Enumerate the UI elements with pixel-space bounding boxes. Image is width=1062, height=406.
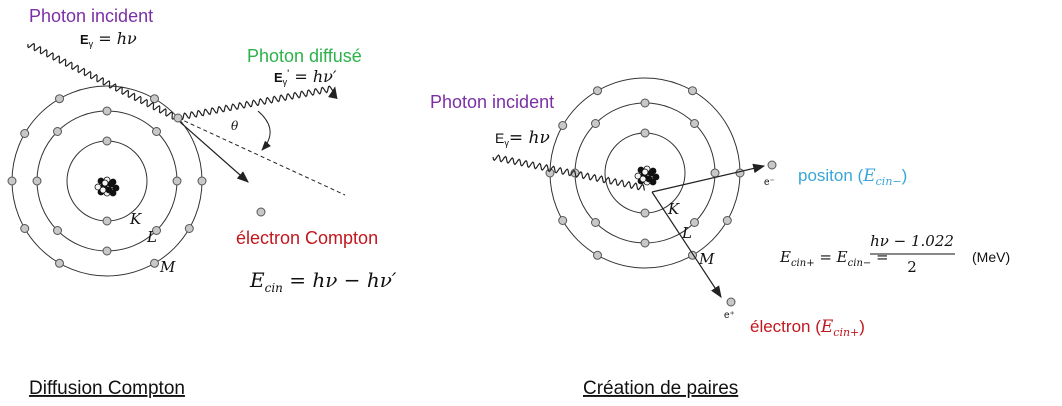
compton-incident-label: Photon incident [29, 6, 153, 26]
positon-label: positon (Ecin−) [798, 166, 907, 188]
formula-lhs: Ecin+ = Ecin− = [779, 248, 889, 269]
compton-incident-energy: Eγ = hν [80, 29, 137, 49]
electron-arrow [651, 191, 722, 299]
formula-numerator: hν − 1.022 [870, 232, 954, 250]
compton-caption: Diffusion Compton [29, 378, 185, 399]
nucleon [652, 173, 660, 181]
nucleon [639, 175, 647, 183]
orbital-electron [690, 119, 699, 128]
compton-electron-label: électron Compton [236, 228, 378, 248]
pair-caption: Création de paires [583, 378, 738, 399]
nucleon [101, 179, 109, 187]
orbital-electron [722, 216, 732, 225]
positon-arrow [651, 163, 766, 193]
compton-energy-equation: Ecin = hν − hν′ [249, 268, 397, 295]
orbital-electron [591, 119, 600, 128]
orbital-electron [593, 250, 602, 260]
pair-atom [545, 77, 745, 269]
collision-electron [173, 113, 183, 123]
electron-particle [726, 297, 736, 307]
compton-shell-m-label: M [159, 258, 176, 276]
nucleon [99, 186, 107, 194]
orbital-electron [20, 224, 30, 233]
pair-incident-label: Photon incident [430, 92, 554, 112]
compton-panel: Photon incident Eγ = hν Photon diffusé E… [7, 6, 397, 399]
nucleon [107, 180, 115, 188]
orbital-electrons [545, 86, 745, 260]
pair-panel: e⁻ e⁺ Photon incident Eγ= hν K L M posit… [430, 77, 1010, 399]
orbital-electron [558, 121, 568, 130]
incident-photon-wave [27, 42, 175, 120]
orbital-electron [32, 176, 42, 186]
formula-unit: (MeV) [972, 249, 1010, 265]
pair-shell-l-label: L [681, 224, 692, 242]
nucleon [641, 168, 649, 176]
orbital-electron [20, 129, 30, 138]
orbital-electron [102, 246, 112, 256]
positon-particle [767, 160, 777, 170]
e-minus-label: e⁻ [764, 177, 775, 188]
nucleon [645, 175, 653, 183]
formula-denominator: 2 [907, 258, 917, 276]
orbital-electron [7, 176, 17, 186]
pair-shell-m-label: M [698, 250, 715, 268]
orbital-electron [640, 208, 650, 218]
compton-scattered-energy: Eγ' = hν′ [274, 67, 337, 87]
e-plus-label: e⁺ [724, 310, 735, 321]
theta-angle-arc [257, 110, 271, 151]
orbital-electron [640, 98, 650, 108]
nucleon [112, 184, 120, 192]
orbital-electron [640, 128, 650, 138]
pair-shell-k-label: K [667, 200, 680, 218]
orbital-electron [55, 258, 64, 268]
orbital-electron [710, 168, 720, 178]
orbital-electron [102, 136, 112, 146]
theta-label: θ [231, 119, 239, 133]
orbital-electron [150, 94, 159, 104]
orbital-electron [150, 258, 159, 268]
orbital-electron [102, 216, 112, 226]
nucleon [105, 186, 113, 194]
orbital-electrons [7, 94, 207, 268]
compton-electron-arrow [179, 121, 249, 183]
orbital-electron [640, 238, 650, 248]
nucleus [94, 176, 120, 197]
pair-energy-formula: Ecin+ = Ecin− = hν − 1.022 2 (MeV) [779, 232, 1010, 276]
orbital-electron [53, 127, 62, 136]
compton-shell-l-label: L [146, 228, 157, 246]
orbital-electron [593, 86, 602, 96]
ejected-electron [256, 207, 266, 217]
orbital-electron [591, 218, 600, 227]
orbital-electron [152, 226, 161, 235]
compton-scattered-label: Photon diffusé [247, 46, 362, 66]
orbital-electron [688, 86, 697, 96]
incident-photon-wave [492, 154, 646, 191]
electron-label: électron (Ecin+) [750, 317, 865, 339]
orbital-electron [558, 216, 568, 225]
orbital-electron [735, 168, 745, 178]
orbital-electron [152, 127, 161, 136]
scattered-photon-wave [179, 85, 338, 121]
orbital-electron [197, 176, 207, 186]
orbital-electron [55, 94, 64, 104]
nucleon [647, 169, 655, 177]
orbital-electron [690, 218, 699, 227]
orbital-electron [53, 226, 62, 235]
compton-shell-k-label: K [129, 210, 142, 228]
pair-incident-energy: Eγ= hν [495, 128, 550, 148]
compton-atom [7, 85, 207, 277]
orbital-electron [102, 106, 112, 116]
orbital-electron [184, 224, 194, 233]
incident-direction-dashed-line [177, 117, 346, 196]
orbital-electron [172, 176, 182, 186]
nucleus [634, 165, 660, 186]
